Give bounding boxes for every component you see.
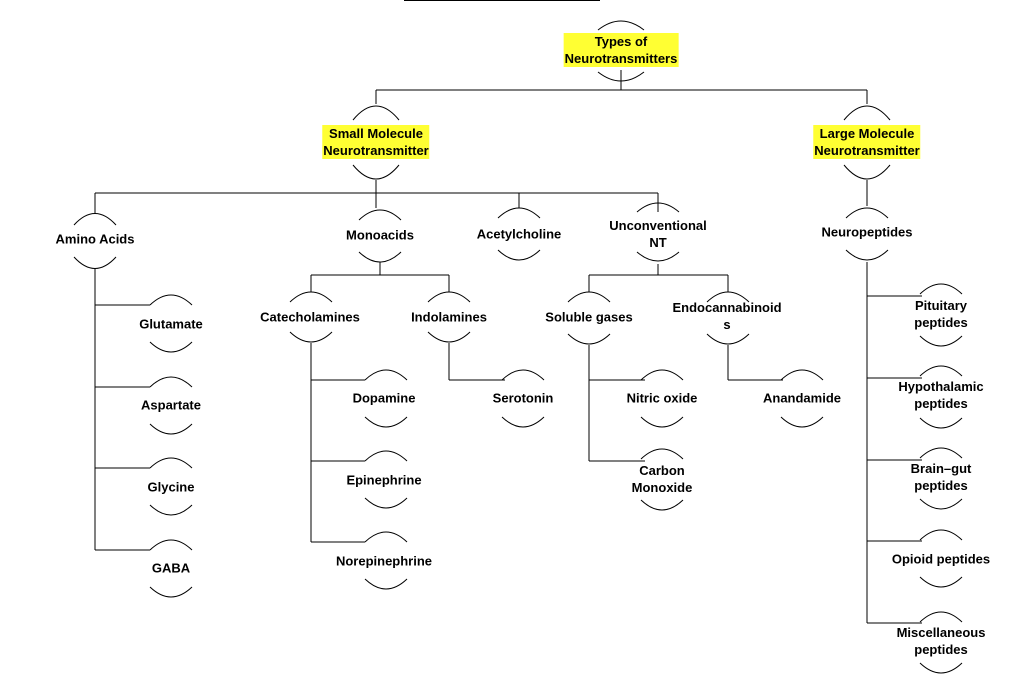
node-amino-acids: Amino Acids: [55, 231, 135, 247]
node-arc-bottom: [640, 499, 684, 511]
node-arc-bottom: [364, 497, 408, 509]
node-arc-bottom: [780, 416, 824, 428]
node-arc-top: [73, 213, 117, 226]
node-monoacids: Monoacids: [346, 227, 414, 243]
node-arc-top: [640, 369, 684, 381]
node-arc-top: [597, 20, 645, 31]
node-arc-bottom: [706, 333, 750, 345]
node-arc-bottom: [73, 256, 117, 269]
node-miscellaneous-peptides: Miscellaneous peptides: [896, 625, 986, 657]
node-arcs: [73, 20, 963, 674]
node-hypothalamic-peptides: Hypothalamic peptides: [898, 379, 984, 411]
node-arc-top: [149, 539, 193, 551]
node-arc-top: [289, 291, 333, 303]
node-arc-top: [780, 369, 824, 381]
node-brain-gut-peptides: Brain–gut peptides: [910, 461, 972, 493]
node-pituitary-peptides: Pituitary peptides: [914, 298, 968, 330]
node-arc-top: [427, 291, 471, 303]
node-arc-bottom: [636, 251, 680, 262]
node-gaba: GABA: [151, 560, 191, 576]
node-arc-top: [567, 291, 611, 303]
node-nitric-oxide: Nitric oxide: [626, 390, 698, 406]
node-arc-bottom: [919, 576, 963, 588]
node-arc-top: [364, 450, 408, 462]
connector-lines: [94, 70, 922, 624]
node-arc-bottom: [149, 504, 193, 516]
node-anandamide: Anandamide: [762, 390, 842, 406]
node-arc-bottom: [149, 586, 193, 598]
node-arc-top: [919, 447, 963, 459]
node-arc-top: [845, 207, 889, 219]
top-border-line: [404, 0, 600, 1]
node-norepinephrine: Norepinephrine: [335, 553, 433, 569]
node-serotonin: Serotonin: [492, 390, 554, 406]
node-arc-top: [706, 291, 750, 303]
node-arc-top: [358, 209, 402, 221]
node-arc-bottom: [919, 417, 963, 429]
node-indolamines: Indolamines: [411, 309, 487, 325]
node-arc-top: [919, 529, 963, 541]
node-arc-bottom: [352, 164, 400, 180]
node-arc-bottom: [149, 341, 193, 353]
node-arc-bottom: [919, 498, 963, 510]
node-arc-bottom: [497, 249, 541, 261]
node-arc-top: [640, 448, 684, 460]
node-arc-bottom: [289, 331, 333, 343]
node-glutamate: Glutamate: [139, 316, 203, 332]
node-arc-bottom: [843, 164, 891, 180]
node-arc-top: [919, 611, 963, 623]
node-neuropeptides: Neuropeptides: [821, 224, 913, 240]
node-arc-bottom: [358, 251, 402, 263]
node-carbon-monoxide: Carbon Monoxide: [631, 463, 693, 495]
node-arc-bottom: [427, 331, 471, 343]
node-arc-top: [149, 294, 193, 306]
node-endocannabinoids: Endocannabinoid s: [672, 300, 782, 332]
node-types-of-neurotransmitters: Types of Neurotransmitters: [563, 33, 679, 67]
node-arc-top: [843, 105, 891, 121]
node-arc-bottom: [567, 333, 611, 345]
node-arc-bottom: [597, 71, 645, 82]
node-glycine: Glycine: [147, 479, 195, 495]
node-catecholamines: Catecholamines: [260, 309, 360, 325]
node-arc-bottom: [640, 416, 684, 428]
node-arc-top: [501, 369, 545, 381]
node-small-molecule-neurotransmitter: Small Molecule Neurotransmitter: [322, 125, 430, 159]
node-epinephrine: Epinephrine: [346, 472, 422, 488]
node-soluble-gases: Soluble gases: [545, 309, 633, 325]
node-opioid-peptides: Opioid peptides: [891, 551, 991, 567]
node-arc-bottom: [501, 416, 545, 428]
node-arc-top: [352, 105, 400, 121]
node-arc-top: [364, 369, 408, 381]
node-arc-bottom: [364, 416, 408, 428]
node-arc-top: [364, 531, 408, 543]
node-aspartate: Aspartate: [141, 397, 201, 413]
node-arc-top: [149, 376, 193, 388]
node-arc-bottom: [845, 249, 889, 261]
node-acetylcholine: Acetylcholine: [476, 226, 562, 242]
node-large-molecule-neurotransmitter: Large Molecule Neurotransmitter: [813, 125, 921, 159]
node-arc-top: [149, 457, 193, 469]
node-arc-bottom: [364, 578, 408, 590]
node-dopamine: Dopamine: [352, 390, 416, 406]
node-arc-top: [497, 207, 541, 219]
node-arc-bottom: [149, 423, 193, 435]
node-arc-top: [919, 283, 963, 295]
node-arc-bottom: [919, 662, 963, 674]
node-arc-top: [919, 365, 963, 377]
node-arc-top: [636, 202, 680, 213]
node-unconventional-nt: Unconventional NT: [609, 218, 707, 250]
node-arc-bottom: [919, 335, 963, 347]
